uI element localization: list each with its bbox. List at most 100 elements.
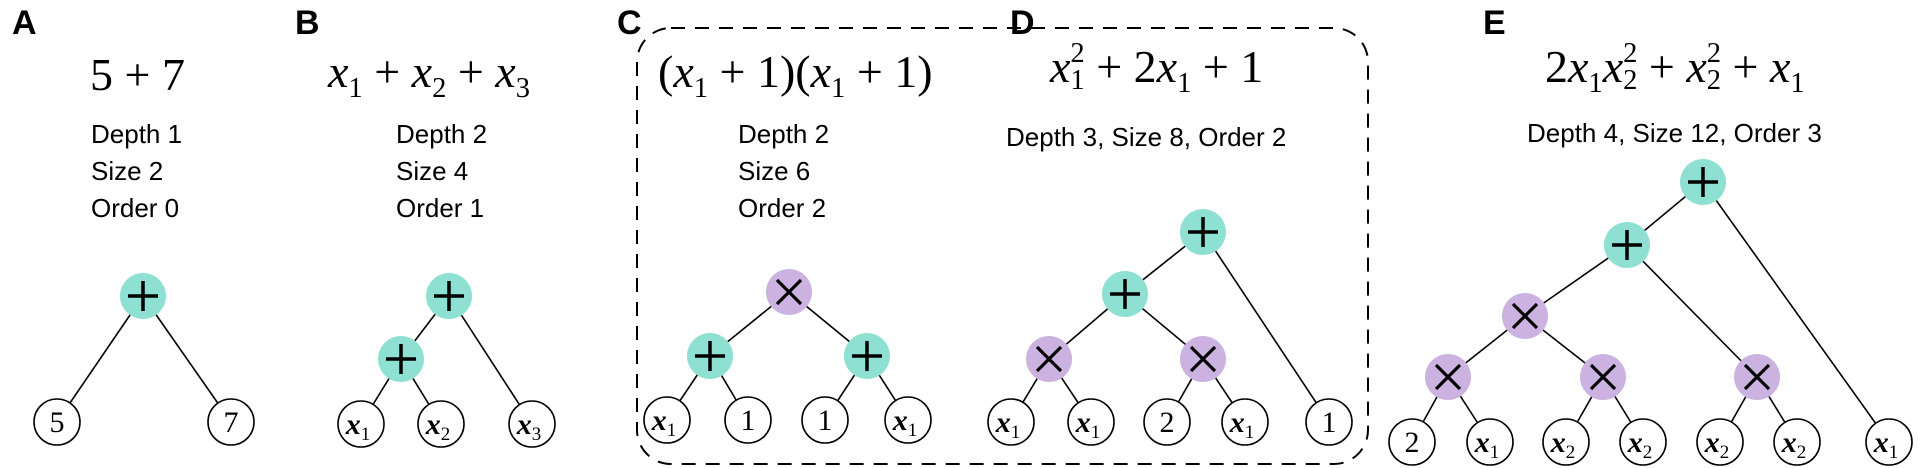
tree-edge: [142, 295, 232, 423]
leaf-node: x2: [1696, 418, 1744, 466]
leaf-node: 1: [1305, 398, 1353, 446]
leaf-node: x2: [1773, 418, 1821, 466]
node-circle: [1143, 398, 1191, 446]
expr-sub: 2: [1706, 65, 1722, 97]
leaf-node: x1: [1865, 418, 1913, 466]
expr-sub: 1: [1070, 65, 1085, 97]
expr-var: x: [1686, 41, 1707, 92]
leaf-label: x1: [1229, 406, 1255, 443]
expr-var: x: [1050, 41, 1071, 92]
tree-b: x1 x2 x3: [337, 273, 556, 448]
expr-var: x: [1156, 41, 1178, 92]
times-icon: [1434, 363, 1462, 391]
leaf-node: x1: [1067, 398, 1115, 446]
node-circle: [643, 396, 691, 444]
stats-size: Size 4: [396, 156, 469, 186]
tree-edge: [1626, 244, 1758, 378]
stats-depth: Depth 1: [91, 119, 183, 149]
expr-var: x: [495, 46, 516, 97]
expr-sub: 1: [1790, 68, 1805, 100]
leaf-label: 1: [818, 404, 833, 437]
node-circle: [1696, 418, 1744, 466]
add-node: [1102, 271, 1148, 317]
node-circle: [1388, 418, 1436, 466]
add-node: [1180, 209, 1226, 255]
expression-a: 5 + 7: [90, 48, 185, 101]
expr-var: x: [411, 46, 433, 97]
leaf-label: x1: [1873, 426, 1899, 463]
expression-a-text: 5 + 7: [90, 49, 185, 100]
leaf-label: 1: [1322, 406, 1337, 439]
leaf-label: x1: [995, 406, 1021, 443]
stats-e: Depth 4, Size 12, Order 3: [1527, 118, 1822, 148]
node-circle: [1466, 418, 1514, 466]
node-circle: [417, 400, 465, 448]
stats-a: Depth 1 Size 2 Order 0: [91, 116, 182, 227]
expr-num: 1: [1240, 41, 1264, 92]
add-node: [1604, 222, 1650, 268]
expr-var: x: [673, 46, 694, 97]
leaf-node: x1: [337, 400, 385, 448]
leaf-node: 1: [801, 396, 849, 444]
leaf-label: 1: [741, 404, 756, 437]
leaf-node: x1: [884, 396, 932, 444]
add-node: [378, 336, 424, 382]
expr-sub: 1: [1588, 68, 1603, 100]
node-circle: [801, 396, 849, 444]
leaf-label: 7: [224, 406, 239, 439]
panel-label-c: C: [617, 4, 642, 42]
expr-sub: 2: [1623, 65, 1638, 97]
leaf-label: x3: [516, 408, 542, 445]
expr-op: +: [719, 46, 746, 97]
expr-op: +: [1096, 41, 1123, 92]
expr-num: 1: [756, 46, 780, 97]
add-node: [120, 273, 166, 319]
expr-paren: ): [917, 46, 933, 97]
stats-depth: Depth 2: [738, 119, 830, 149]
expr-num: 1: [894, 46, 918, 97]
leaf-label: x2: [1704, 426, 1730, 463]
stats-c: Depth 2 Size 6 Order 2: [738, 116, 829, 227]
leaf-label: x1: [345, 408, 371, 445]
stats-order: Order 2: [738, 193, 827, 223]
expr-sub: 1: [348, 73, 363, 105]
leaf-label: x1: [1474, 426, 1500, 463]
multiply-node: [1425, 354, 1471, 400]
leaf-node: x2: [1542, 418, 1590, 466]
expr-op: +: [457, 46, 484, 97]
expression-b: x1 + x2 + x3: [328, 45, 530, 105]
stats-size: Size 6: [738, 156, 811, 186]
leaf-label: x2: [425, 408, 451, 445]
expr-sup: 2: [1706, 38, 1722, 70]
leaf-node: x1: [643, 396, 691, 444]
add-node: [1680, 159, 1726, 205]
expr-sub: 1: [831, 73, 846, 105]
multiply-node: [1580, 354, 1626, 400]
expr-paren: (: [795, 46, 811, 97]
stats-b: Depth 2 Size 4 Order 1: [396, 116, 487, 227]
leaf-node: x1: [987, 398, 1035, 446]
leaf-node: 7: [207, 398, 255, 446]
expr-paren: (: [658, 46, 674, 97]
leaf-label: x2: [1781, 426, 1807, 463]
tree-c: x1 1 1 x1: [643, 269, 932, 444]
leaf-label: 5: [50, 406, 65, 439]
expr-sup: 2: [1070, 38, 1085, 70]
expr-sub: 3: [515, 73, 530, 105]
leaf-node: 1: [724, 396, 772, 444]
leaf-label: 2: [1160, 406, 1175, 439]
node-circle: [1542, 418, 1590, 466]
times-icon: [1511, 302, 1539, 330]
expr-sub: 1: [693, 73, 709, 105]
add-node: [844, 333, 890, 379]
tree-edge: [56, 295, 144, 423]
panel-label-b: B: [295, 4, 320, 42]
tree-edge: [1702, 181, 1890, 443]
leaf-label: x2: [1550, 426, 1576, 463]
leaf-node: x2: [417, 400, 465, 448]
panel-label-d: D: [1010, 4, 1035, 42]
leaf-label: 2: [1405, 426, 1420, 459]
